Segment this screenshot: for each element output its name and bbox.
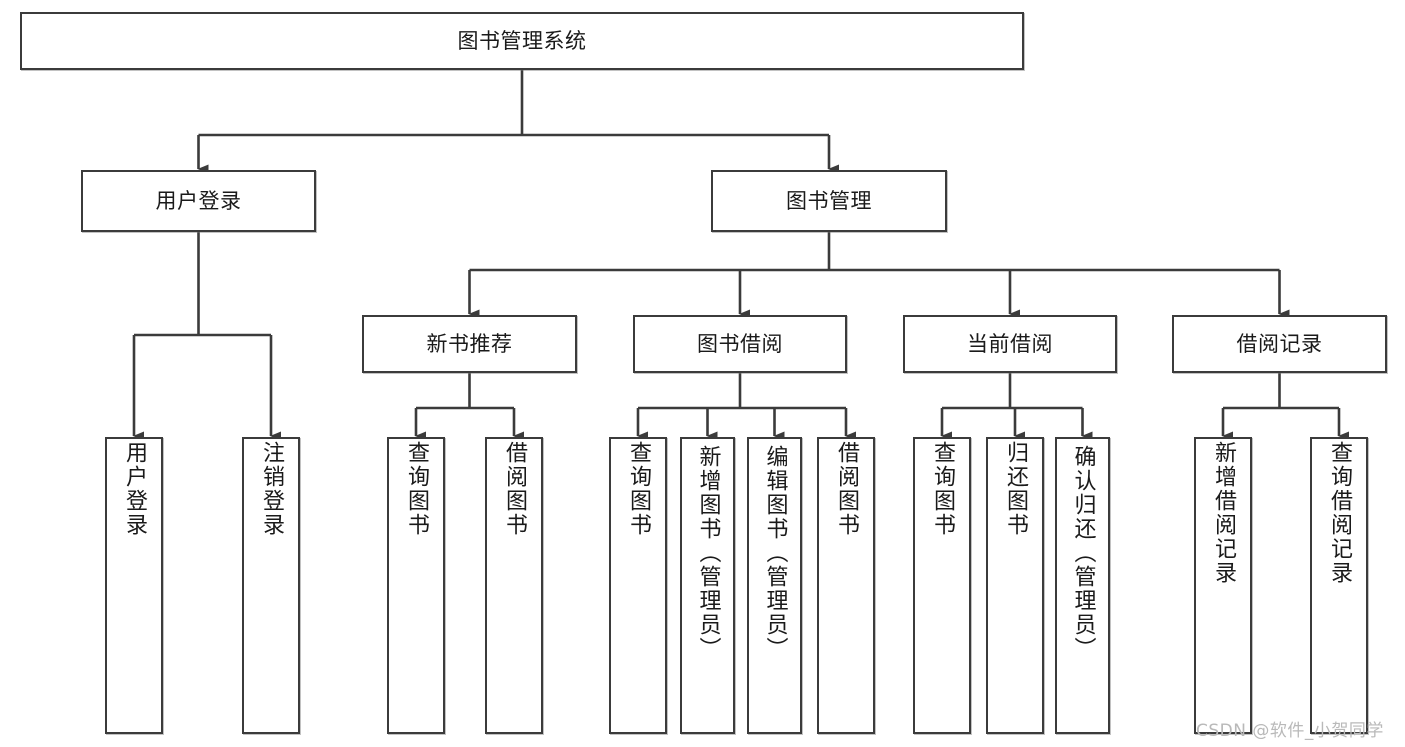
leaf-logout[interactable]: 注销登录	[242, 437, 300, 734]
node-new-book-recommend-label: 新书推荐	[426, 331, 513, 356]
node-book-management-label: 图书管理	[786, 188, 872, 213]
leaf-add-borrow-record-label: 新增借阅记录	[1211, 441, 1236, 585]
leaf-add-book-label: 新增图书（管理员）	[695, 445, 721, 661]
leaf-user-login[interactable]: 用户登录	[105, 437, 163, 734]
leaf-return-book-label: 归还图书	[1003, 441, 1028, 537]
node-book-borrow-label: 图书借阅	[697, 331, 783, 356]
leaf-return-book[interactable]: 归还图书	[986, 437, 1044, 734]
leaf-add-borrow-record[interactable]: 新增借阅记录	[1194, 437, 1252, 734]
leaf-query-book-current[interactable]: 查询图书	[913, 437, 971, 734]
leaf-logout-label: 注销登录	[259, 441, 284, 537]
csdn-watermark: CSDN @软件_小贺同学	[1196, 721, 1384, 741]
leaf-query-book-borrow-label: 查询图书	[626, 441, 651, 537]
node-borrow-record-label: 借阅记录	[1236, 331, 1323, 356]
leaf-borrow-book-recommend-label: 借阅图书	[502, 441, 527, 537]
leaf-borrow-book-recommend[interactable]: 借阅图书	[485, 437, 543, 734]
node-book-management[interactable]: 图书管理	[711, 170, 947, 232]
leaf-query-borrow-record[interactable]: 查询借阅记录	[1310, 437, 1368, 734]
node-root[interactable]: 图书管理系统	[20, 12, 1024, 70]
leaf-query-borrow-record-label: 查询借阅记录	[1327, 441, 1352, 585]
leaf-add-book[interactable]: 新增图书（管理员）	[680, 437, 735, 734]
leaf-confirm-return-label: 确认归还（管理员）	[1070, 445, 1096, 661]
node-user-login-label: 用户登录	[155, 188, 242, 213]
node-root-label: 图书管理系统	[457, 28, 587, 53]
leaf-borrow-book-borrow[interactable]: 借阅图书	[817, 437, 875, 734]
leaf-query-book-current-label: 查询图书	[930, 441, 955, 537]
leaf-query-book-recommend-label: 查询图书	[404, 441, 429, 537]
node-current-borrow-label: 当前借阅	[967, 331, 1053, 356]
node-borrow-record[interactable]: 借阅记录	[1172, 315, 1387, 373]
leaf-query-book-recommend[interactable]: 查询图书	[387, 437, 445, 734]
leaf-query-book-borrow[interactable]: 查询图书	[609, 437, 667, 734]
node-user-login[interactable]: 用户登录	[81, 170, 316, 232]
leaf-confirm-return[interactable]: 确认归还（管理员）	[1055, 437, 1110, 734]
node-new-book-recommend[interactable]: 新书推荐	[362, 315, 577, 373]
leaf-borrow-book-borrow-label: 借阅图书	[834, 441, 859, 537]
node-current-borrow[interactable]: 当前借阅	[903, 315, 1117, 373]
leaf-edit-book[interactable]: 编辑图书（管理员）	[747, 437, 802, 734]
node-book-borrow[interactable]: 图书借阅	[633, 315, 847, 373]
leaf-user-login-label: 用户登录	[122, 441, 147, 537]
leaf-edit-book-label: 编辑图书（管理员）	[762, 445, 788, 661]
